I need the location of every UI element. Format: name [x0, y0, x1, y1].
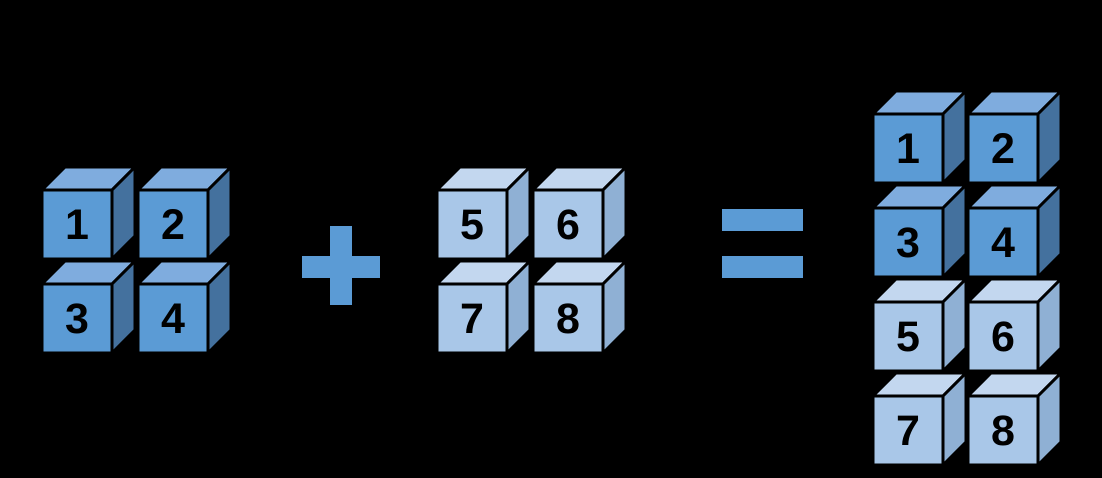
cube-number-label: 4: [161, 295, 185, 343]
cube-number-label: 7: [460, 295, 484, 343]
cube-light: 8: [531, 258, 628, 355]
cube-dark: 2: [966, 88, 1063, 185]
cube-number-label: 8: [991, 407, 1015, 455]
cube-front-face: [136, 188, 210, 261]
cube-light: 5: [871, 276, 968, 373]
cube-number-label: 6: [556, 201, 580, 249]
cube-front-face: [871, 206, 945, 279]
cube-front-face: [40, 188, 114, 261]
equals-top-bar: [722, 209, 803, 231]
plus-vertical-bar: [330, 226, 352, 305]
equals-icon: [722, 209, 803, 278]
cube-dark: 2: [136, 164, 233, 261]
cube-front-face: [966, 394, 1040, 467]
cube-front-face: [435, 282, 509, 355]
cube-front-face: [966, 206, 1040, 279]
cube-number-label: 7: [896, 407, 920, 455]
cube-front-face: [871, 300, 945, 373]
cube-dark: 4: [966, 182, 1063, 279]
cube-dark: 1: [40, 164, 137, 261]
cube-number-label: 4: [991, 219, 1015, 267]
cube-light: 5: [435, 164, 532, 261]
cube-front-face: [966, 112, 1040, 185]
cube-number-label: 3: [896, 219, 920, 267]
cube-front-face: [966, 300, 1040, 373]
plus-icon: [302, 226, 380, 305]
cube-number-label: 6: [991, 313, 1015, 361]
cube-front-face: [871, 394, 945, 467]
cube-front-face: [136, 282, 210, 355]
equals-bottom-bar: [722, 256, 803, 278]
cube-dark: 3: [40, 258, 137, 355]
cube-front-face: [871, 112, 945, 185]
cube-number-label: 3: [65, 295, 89, 343]
cube-number-label: 1: [896, 125, 920, 173]
cube-number-label: 2: [161, 201, 185, 249]
cube-dark: 3: [871, 182, 968, 279]
cube-light: 7: [871, 370, 968, 467]
cube-dark: 4: [136, 258, 233, 355]
cube-front-face: [40, 282, 114, 355]
cube-number-label: 5: [460, 201, 484, 249]
cube-number-label: 1: [65, 201, 89, 249]
cube-number-label: 5: [896, 313, 920, 361]
cube-front-face: [435, 188, 509, 261]
cube-light: 7: [435, 258, 532, 355]
cube-dark: 1: [871, 88, 968, 185]
cube-number-label: 8: [556, 295, 580, 343]
cube-front-face: [531, 188, 605, 261]
cube-number-label: 2: [991, 125, 1015, 173]
cube-light: 6: [531, 164, 628, 261]
cube-light: 6: [966, 276, 1063, 373]
cube-front-face: [531, 282, 605, 355]
cube-light: 8: [966, 370, 1063, 467]
